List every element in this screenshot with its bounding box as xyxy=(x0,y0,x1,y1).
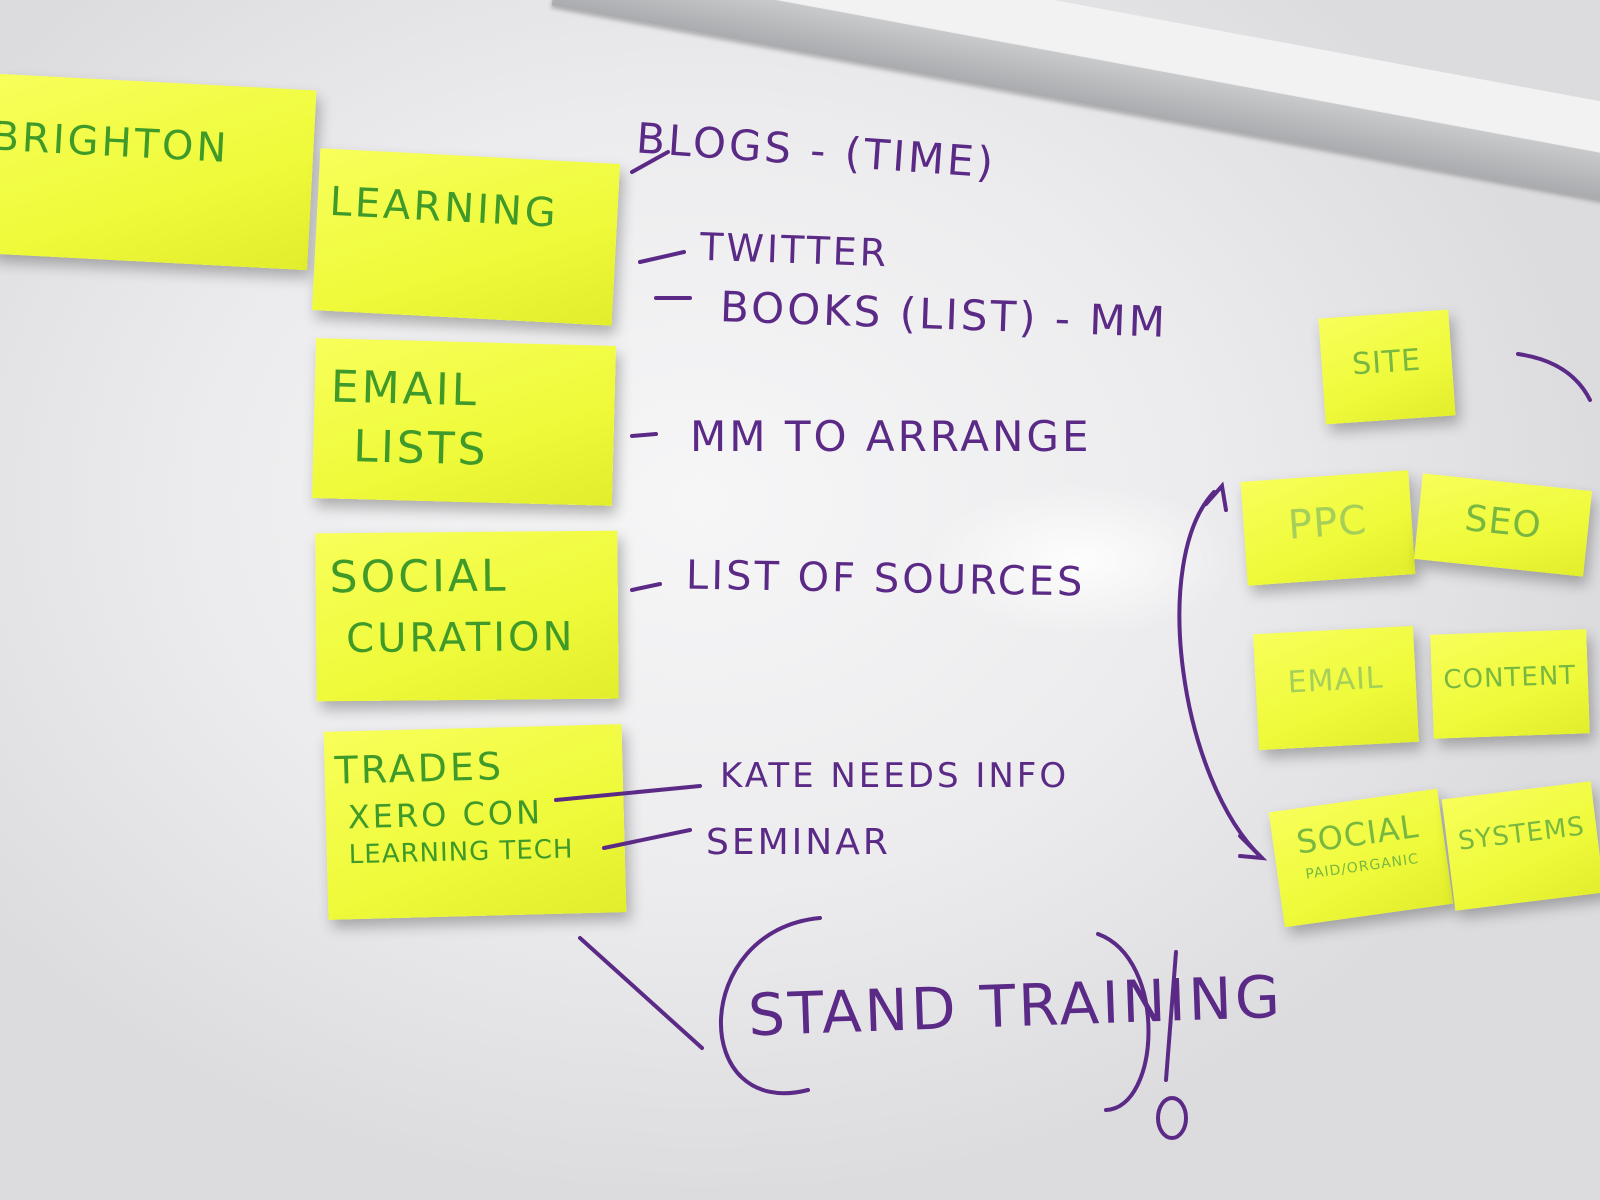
dash-stroke xyxy=(640,252,684,262)
bracket-right-stroke xyxy=(1098,934,1149,1110)
partial-arrow-stroke xyxy=(1518,354,1590,400)
connector-stroke xyxy=(604,830,690,848)
bracket-left-stroke xyxy=(721,918,820,1093)
dash-stroke xyxy=(632,434,656,436)
arrow-head-top xyxy=(1206,486,1226,510)
checkmark-stroke xyxy=(580,938,702,1048)
arrow-head-bottom xyxy=(1240,836,1262,858)
dash-stroke xyxy=(632,152,668,172)
connector-stroke xyxy=(556,786,700,800)
dash-stroke xyxy=(632,584,660,590)
curved-arrow-stroke xyxy=(1179,492,1262,858)
exclamation-dot xyxy=(1158,1098,1186,1138)
exclamation-stroke xyxy=(1166,952,1176,1080)
